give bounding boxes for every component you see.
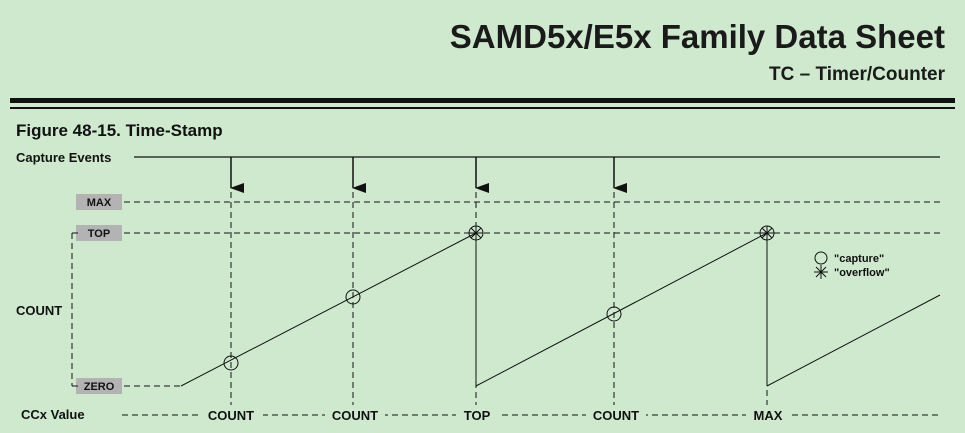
ccx-value-count: COUNT xyxy=(593,408,639,423)
capture-overflow-marker xyxy=(468,225,484,241)
max-level-tag xyxy=(76,194,122,210)
counter-ramp xyxy=(766,294,941,387)
capture-events-label: Capture Events xyxy=(16,150,111,165)
capture-marker xyxy=(223,355,239,371)
header-rule-thick xyxy=(10,98,955,103)
ccx-value-max: MAX xyxy=(754,408,783,423)
ccx-value-count: COUNT xyxy=(332,408,378,423)
top-level-tag xyxy=(76,225,122,241)
document-title: SAMD5x/E5x Family Data Sheet xyxy=(449,18,945,55)
capture-marker xyxy=(345,289,361,305)
legend-capture-icon xyxy=(814,251,828,265)
ccx-value-top: TOP xyxy=(464,408,491,423)
zero-level-label: ZERO xyxy=(84,381,115,393)
counter-ramp xyxy=(180,232,477,387)
ccx-value-label: CCx Value xyxy=(21,407,85,422)
max-level-label: MAX xyxy=(87,197,112,209)
document-subtitle: TC – Timer/Counter xyxy=(769,64,945,85)
top-level-label: TOP xyxy=(88,228,110,240)
header-rule-thin xyxy=(10,107,955,109)
capture-overflow-marker xyxy=(759,225,775,241)
count-axis-label: COUNT xyxy=(16,303,62,318)
legend-capture-label: "capture" xyxy=(834,253,884,265)
ccx-value-count: COUNT xyxy=(208,408,254,423)
counter-ramp xyxy=(475,232,768,387)
legend-overflow-label: "overflow" xyxy=(834,267,890,279)
legend-overflow-icon xyxy=(814,265,828,279)
zero-level-tag xyxy=(76,378,122,394)
capture-marker xyxy=(606,306,622,322)
figure-title: Figure 48-15. Time-Stamp xyxy=(16,121,223,140)
